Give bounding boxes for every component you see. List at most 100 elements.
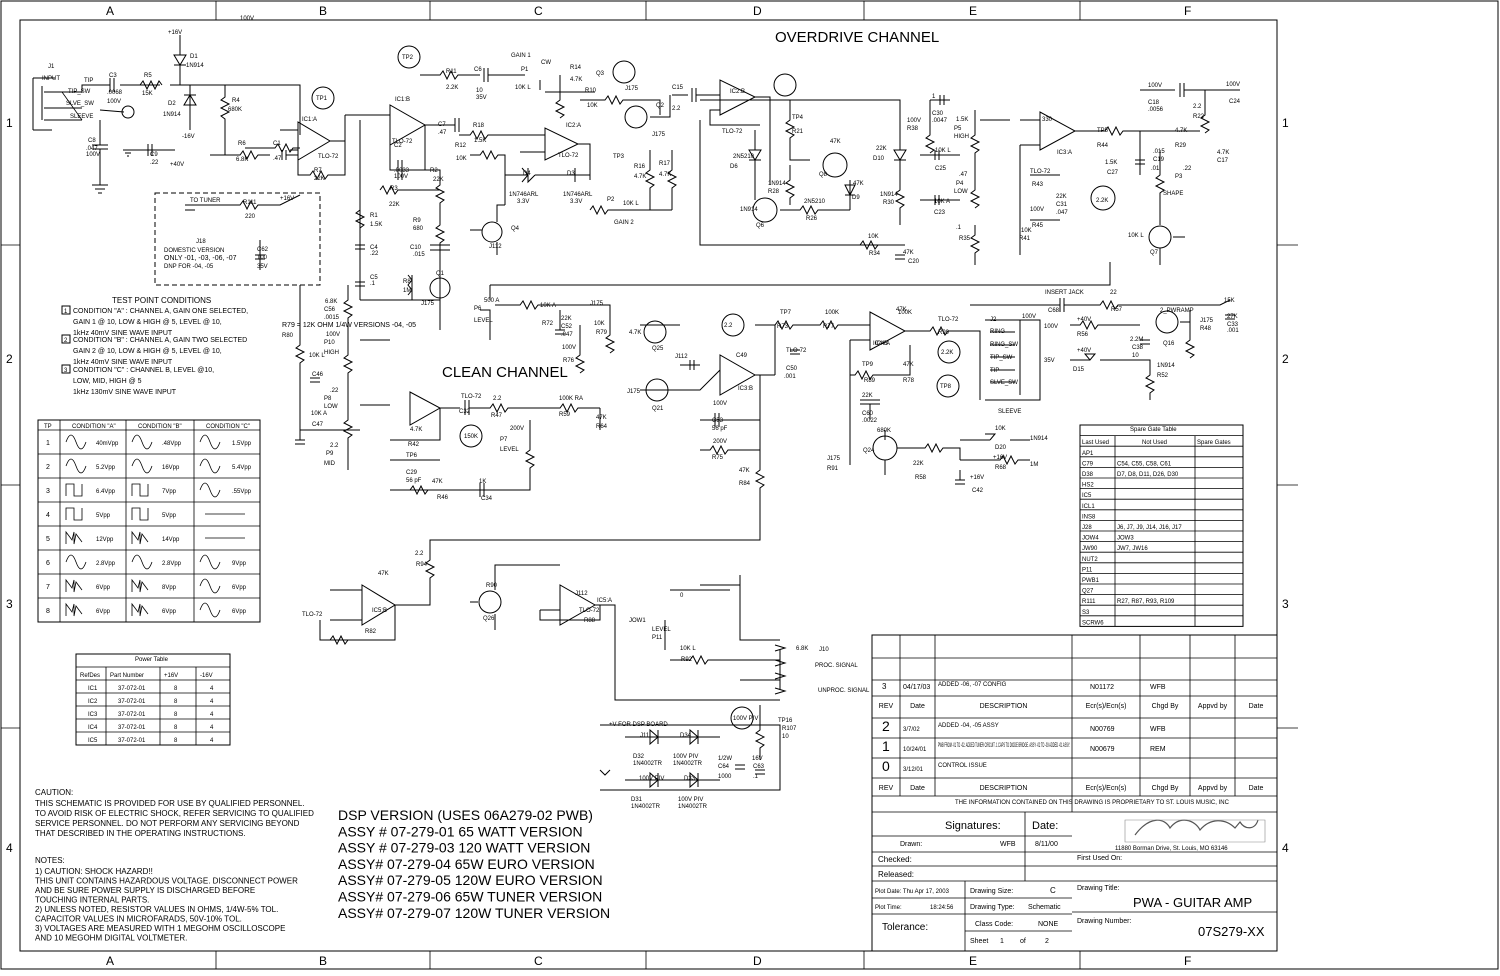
component-label: .22 [1183, 166, 1192, 172]
component-label: 3.3V [570, 199, 582, 205]
border-col-label-bottom: F [1184, 954, 1191, 968]
rev3-desc: ADDED -06, -07 CONFIG [938, 682, 1007, 688]
component-label: R99 [938, 330, 950, 336]
component-label: +16V [970, 475, 984, 481]
spare-gate-cell: NUT2 [1082, 557, 1098, 563]
power-table-cell: 4 [210, 725, 214, 731]
component-label: 10 [1132, 353, 1139, 359]
class-code: NONE [1038, 921, 1059, 928]
component-label: R91 [827, 466, 839, 472]
component-label: P2 [607, 197, 615, 203]
assembly-version-line: ASSY # 07-279-01 65 WATT VERSION [338, 823, 583, 839]
proprietary-notice: THE INFORMATION CONTAINED ON THIS DRAWIN… [955, 800, 1230, 806]
tp-value-b: 2.8Vpp [162, 561, 182, 567]
component-label: R92 [681, 657, 693, 663]
drawing-number: 07S279-XX [1198, 924, 1265, 939]
component-label: 1M [403, 288, 411, 294]
component-label: 100V PIV [639, 776, 664, 782]
component-label: 56 pF [712, 426, 728, 432]
component-label: J10 [819, 647, 829, 653]
component-label: R42 [408, 442, 420, 448]
component-label: J1 [48, 64, 55, 70]
power-table-cell: 37-072-01 [118, 712, 146, 718]
component-label: P10 [324, 340, 335, 346]
notes-line: 1) CAUTION: SHOCK HAZARD!! [35, 867, 153, 876]
tp-value-b: .48Vpp [162, 441, 182, 447]
component-label: 100V [1030, 207, 1044, 213]
spare-gate-cell: D38 [1082, 472, 1094, 478]
component-label: 16V [752, 756, 763, 762]
component-label: C9 [150, 152, 158, 158]
component-label: R79 [596, 330, 608, 336]
first-used-label: First Used On: [1077, 855, 1122, 862]
component-label: TP8 [940, 384, 952, 390]
component-label: 2.2K [1096, 198, 1108, 204]
border-col-label-bottom: B [319, 954, 327, 968]
spare-gate-cell: PWB1 [1082, 578, 1100, 584]
component-label: R59 [559, 412, 571, 418]
component-label: J175 [625, 86, 639, 92]
component-label: GAIN 1 [511, 53, 531, 59]
component-label: C29 [406, 470, 418, 476]
component-label: R30 [883, 200, 895, 206]
component-label: 1 [932, 94, 936, 100]
component-label: C18 [1148, 100, 1160, 106]
component-label: .47 [438, 130, 447, 136]
tp-value-c: 6Vpp [232, 609, 247, 615]
component-label: .0033 [394, 168, 410, 174]
component-label: 6.8K [796, 646, 808, 652]
component-label: R16 [634, 164, 646, 170]
revision-changed-by: REM [1150, 746, 1166, 753]
assembly-version-line: DSP VERSION (USES 06A279-02 PWB) [338, 807, 593, 823]
waveform-sine [131, 458, 153, 474]
revision-description: PWB FROM -01 TO -02. ADDED TUNER CIRCUIT… [938, 743, 1070, 749]
component-label: IC4:A [875, 341, 890, 347]
component-label: R80 [282, 333, 294, 339]
tp-value-b: 6Vpp [162, 609, 177, 615]
condition-line: LOW, MID, HIGH @ 5 [73, 378, 142, 385]
component-label: C24 [1229, 99, 1241, 105]
component-label: IC4:B [873, 341, 888, 347]
component-label: 10K [868, 234, 879, 240]
component-label: 2N5210 [733, 154, 755, 160]
component-label: J18 [196, 239, 206, 245]
component-label: C10 [410, 245, 422, 251]
border-row-label-left: 4 [6, 841, 13, 855]
condition-number: 3 [64, 368, 68, 374]
border-col-label-bottom: C [534, 954, 543, 968]
power-table-cell: 4 [210, 738, 214, 744]
waveform-spike [65, 530, 83, 545]
component-label: TIP [990, 368, 999, 374]
component-label: 2.2K [446, 85, 458, 91]
component-label: SLEEVE [998, 409, 1021, 415]
plot-time: 18:24:56 [930, 905, 954, 911]
component-label: TO TUNER [190, 198, 221, 204]
waveform-sine [65, 458, 87, 474]
component-label: P7 [500, 437, 508, 443]
component-label: 4.7K [629, 330, 641, 336]
tp-table-header: CONDITION "B" [138, 424, 182, 430]
component-label: C49 [736, 353, 748, 359]
component-label: 2.2M [1130, 337, 1143, 343]
component-label: C56 [324, 307, 336, 313]
component-label: TP7 [780, 310, 792, 316]
component-label: 10K L [1128, 233, 1144, 239]
waveform-sine [199, 458, 221, 474]
component-label: Q3 [596, 71, 605, 77]
power-table-cell: 8 [174, 699, 178, 705]
sheet-number: 1 [1000, 938, 1004, 945]
component-label: 15K [142, 91, 153, 97]
spare-gate-cell: IC5 [1082, 493, 1092, 499]
component-label: .22 [370, 251, 379, 257]
inner-border [19, 19, 1278, 952]
component-label: IC5:A [597, 598, 612, 604]
spare-gate-cell: C54, C55, C58, C61 [1117, 461, 1172, 467]
spare-gate-cell: R27, R87, R93, R109 [1117, 599, 1175, 605]
power-table-cell: 4 [210, 686, 214, 692]
revision-date: 3/12/01 [903, 767, 924, 773]
tp-table-header: CONDITION "C" [206, 424, 250, 430]
rev3-ecr: N01172 [1090, 684, 1114, 691]
component-label: J175 [652, 132, 666, 138]
component-label: HIGH [954, 134, 969, 140]
